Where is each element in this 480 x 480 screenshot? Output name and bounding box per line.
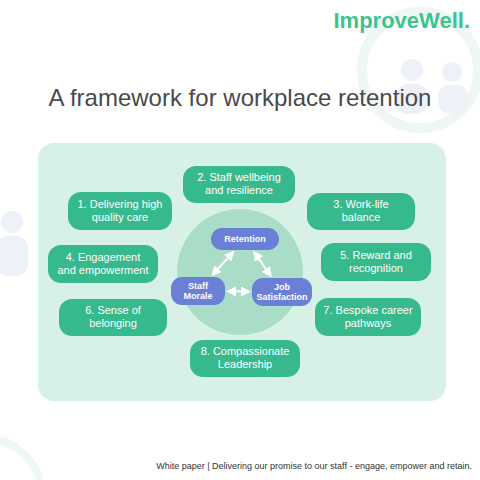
factor-pill: 4. Engagement and empowerment — [48, 245, 158, 283]
node-label: Staff Morale — [175, 281, 221, 302]
double-arrow — [213, 252, 233, 275]
factor-pill: 1. Delivering high quality care — [68, 192, 172, 230]
core-pill: Retention — [211, 228, 279, 250]
node-label: 5. Reward and recognition — [329, 249, 423, 275]
node-label: Job Satisfaction — [256, 282, 308, 303]
core-pill: Job Satisfaction — [252, 278, 312, 306]
background-panel — [38, 143, 446, 401]
factor-pill: 3. Work-life balance — [307, 193, 415, 230]
node-label: 8. Compassionate Leadership — [198, 345, 292, 371]
decor-person-head — [442, 62, 462, 82]
node-label: 3. Work-life balance — [315, 198, 407, 224]
center-circle — [177, 209, 303, 335]
caption: White paper | Delivering our promise to … — [72, 461, 472, 471]
node-label: Retention — [224, 234, 266, 244]
decor-person-body — [0, 236, 28, 276]
title: A framework for workplace retention — [10, 84, 470, 112]
decor-person-body — [438, 85, 468, 113]
factor-pill: 5. Reward and recognition — [321, 243, 431, 281]
node-label: 4. Engagement and empowerment — [56, 251, 150, 277]
decor-person-head — [1, 211, 23, 233]
double-arrow — [254, 252, 270, 275]
node-label: 6. Sense of belonging — [67, 304, 159, 330]
double-arrow — [228, 290, 249, 292]
core-pill: Staff Morale — [171, 277, 225, 305]
node-label: 2. Staff wellbeing and resilience — [191, 171, 287, 197]
decor-person-head — [401, 59, 423, 81]
logo-text: ImproveWell. — [333, 8, 470, 34]
factor-pill: 7. Bespoke career pathways — [315, 298, 421, 336]
factor-pill: 2. Staff wellbeing and resilience — [183, 166, 295, 203]
factor-pill: 8. Compassionate Leadership — [190, 340, 300, 377]
factor-pill: 6. Sense of belonging — [59, 299, 167, 336]
node-label: 1. Delivering high quality care — [76, 198, 164, 224]
decor-arc — [0, 440, 40, 480]
node-label: 7. Bespoke career pathways — [323, 304, 413, 330]
